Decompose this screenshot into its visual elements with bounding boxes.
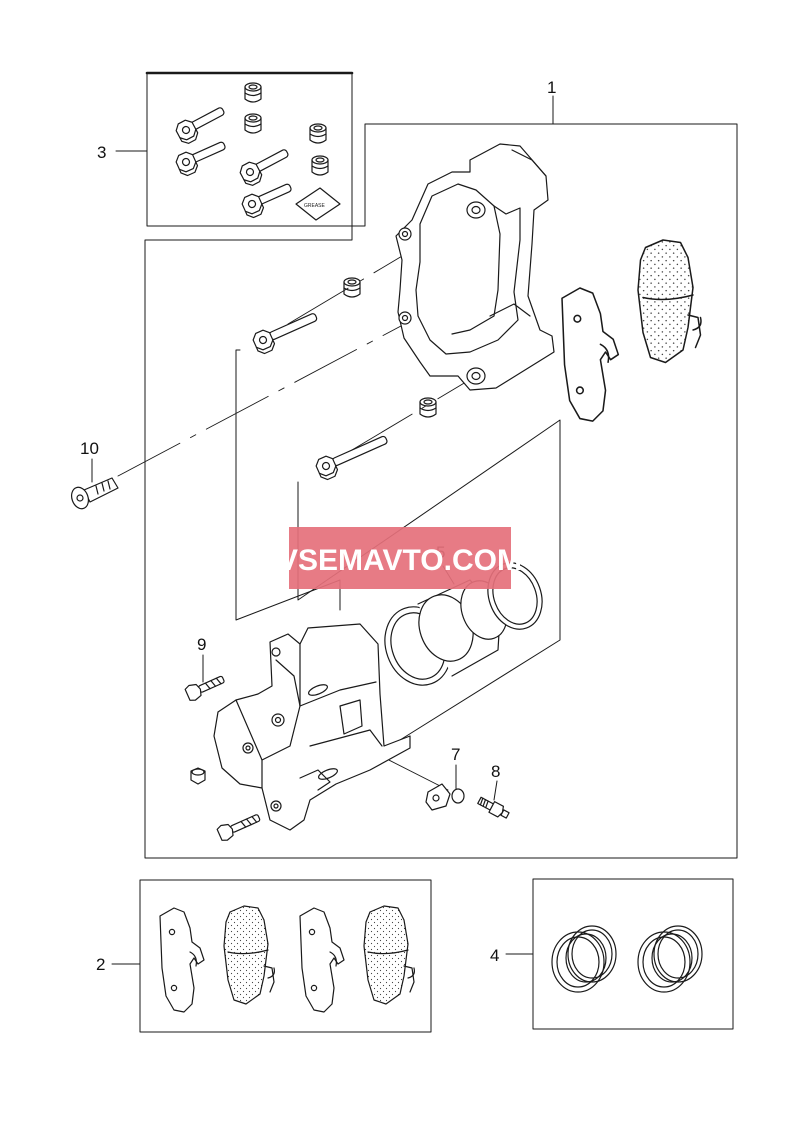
pad-kit [159,905,415,1013]
callout-2: 2 [96,955,105,974]
bleeder-cap [190,767,206,785]
caliper-housing [213,623,411,831]
grease-label: GREASE [304,203,326,209]
callout-3: 3 [97,143,106,162]
pin-bushing [309,123,327,144]
caliper-bolt-lower [216,814,261,841]
pad-plate [299,907,345,1013]
caliper-bolt-10 [70,477,119,510]
bleeder-screw-8 [477,796,510,819]
bushing-upper [343,277,361,298]
hose-bracket-7 [425,783,465,811]
watermark: VSEMAVTO.COM [278,527,522,589]
callout-8: 8 [491,762,500,781]
pad-friction [223,905,275,1005]
callout-10: 10 [80,439,99,458]
guide-bolt-upper [250,313,318,357]
watermark-text: VSEMAVTO.COM [278,544,522,577]
callout-7: 7 [451,745,460,764]
callout-9: 9 [197,635,206,654]
pin-bushing [311,155,329,176]
guide-pin [173,107,225,147]
pin-bushing [244,113,262,134]
kit-2-frame [139,879,432,1033]
guide-pin [239,183,292,221]
seal-pair [637,925,703,993]
pad-friction [363,905,415,1005]
guide-bolt-lower [313,435,388,483]
caliper-bolt-9 [184,675,225,701]
callout-1: 1 [547,78,556,97]
guide-pin [173,141,226,179]
caliper-bracket [395,143,555,391]
brake-pad-outer [637,239,702,364]
guide-pin [237,149,289,189]
pin-bushing [244,82,262,103]
piston-seal-assembly [384,562,543,686]
seal-kit [551,925,703,993]
brake-pad-inner [561,287,620,422]
caliper-assembly-frame [144,123,738,859]
seal-pair [551,925,617,993]
callout-4: 4 [490,946,499,965]
grease-packet: GREASE [295,187,341,221]
pad-plate [159,907,205,1013]
guide-pin-kit: GREASE [173,82,341,221]
